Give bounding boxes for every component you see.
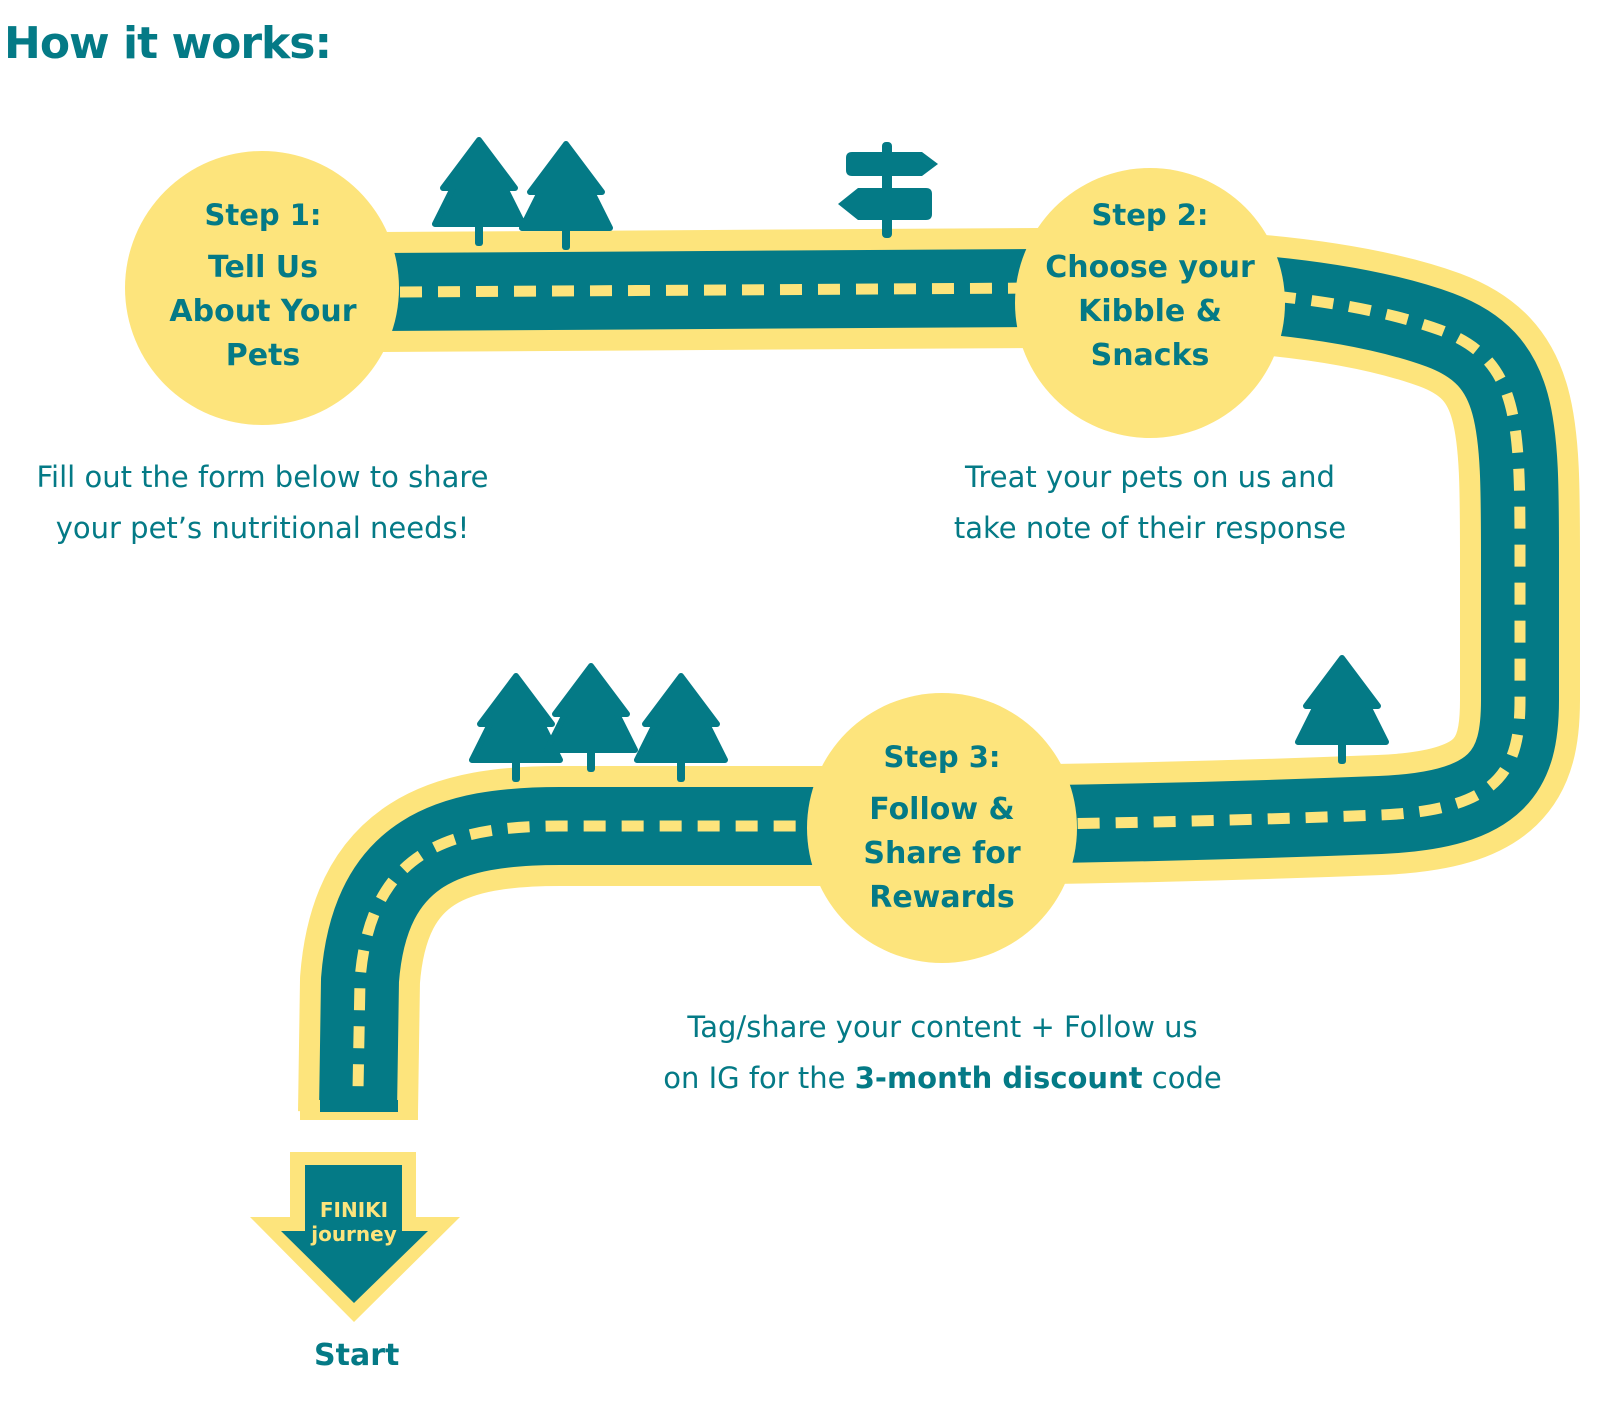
step-1-label: Step 1: Tell Us About Your Pets — [132, 198, 394, 378]
arrow-label: FINIKI journey — [296, 1198, 412, 1246]
step-3-circle — [807, 693, 1077, 963]
step-2-name-line: Choose your — [1045, 250, 1255, 285]
start-label: Start — [314, 1338, 400, 1373]
description-line: take note of their response — [953, 511, 1347, 545]
discount-highlight: 3-month discount — [854, 1061, 1143, 1095]
step-2-label: Step 2: Choose your Kibble & Snacks — [1020, 198, 1280, 378]
step-1-name-line: About Your — [169, 294, 357, 329]
arrow-label-line: journey — [311, 1222, 397, 1246]
description-line: Treat your pets on us and — [965, 460, 1335, 494]
step-1-circle — [125, 151, 399, 425]
step-1-name-line: Tell Us — [207, 250, 319, 285]
step-1-number: Step 1: — [204, 198, 322, 232]
road — [298, 227, 1580, 1120]
step-1-description: Fill out the form below to share your pe… — [0, 452, 525, 554]
step-1-name-line: Pets — [225, 338, 301, 373]
description-line: your pet’s nutritional needs! — [55, 511, 470, 545]
step-2-name-line: Kibble & — [1078, 294, 1222, 329]
step-3-name-line: Share for — [863, 836, 1021, 871]
step-2-name-line: Snacks — [1090, 338, 1210, 373]
signpost-icon — [838, 142, 938, 238]
description-line: Tag/share your content + Follow us — [687, 1010, 1198, 1044]
step-2-number: Step 2: — [1091, 198, 1209, 232]
step-2-description: Treat your pets on us and take note of t… — [930, 452, 1370, 554]
tree-icon — [435, 140, 523, 246]
step-3-name-line: Follow & — [869, 792, 1015, 827]
down-arrow-icon — [250, 1152, 460, 1322]
arrow-label-line: FINIKI — [319, 1198, 389, 1222]
page-title: How it works: — [4, 18, 332, 69]
step-3-description: Tag/share your content + Follow us on IG… — [640, 1002, 1245, 1104]
step-3-name-line: Rewards — [869, 880, 1015, 915]
tree-icon — [1298, 658, 1386, 764]
tree-icon — [472, 676, 560, 782]
description-line: Fill out the form below to share — [36, 460, 489, 494]
step-2-circle — [1015, 168, 1285, 438]
description-line: on IG for the 3-month discount code — [663, 1061, 1222, 1095]
step-3-label: Step 3: Follow & Share for Rewards — [812, 740, 1072, 920]
step-3-number: Step 3: — [883, 740, 1001, 774]
